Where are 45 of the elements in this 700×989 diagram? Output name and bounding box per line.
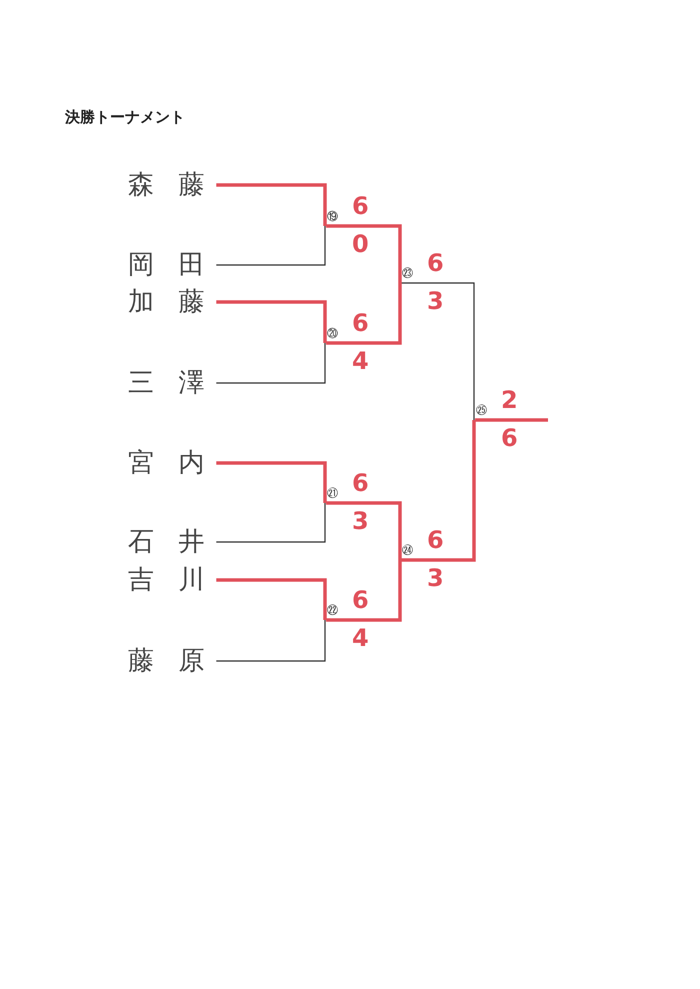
bracket-line [401, 420, 476, 562]
bracket-line [475, 418, 548, 422]
match-number: ⑳ [327, 327, 338, 341]
bracket-line [216, 343, 326, 384]
score-number: 2 [501, 387, 518, 413]
score-number: 6 [352, 193, 369, 219]
bracket-line [216, 620, 326, 662]
bracket-line [216, 503, 326, 543]
bracket-line [216, 183, 327, 226]
score-number: 6 [501, 425, 518, 451]
bracket-line [216, 461, 327, 503]
score-number: 6 [352, 470, 369, 496]
bracket-line [326, 560, 402, 622]
player-name: 石 井 [128, 527, 212, 557]
bracket-line [216, 578, 327, 620]
match-number: ㉔ [402, 544, 413, 558]
score-number: 3 [427, 288, 444, 314]
bracket-line [326, 501, 402, 560]
score-number: 6 [427, 250, 444, 276]
score-number: 0 [352, 231, 369, 257]
score-number: 6 [427, 527, 444, 553]
player-name: 岡 田 [128, 250, 212, 280]
bracket-line [216, 226, 326, 266]
match-number: ㉑ [327, 487, 338, 501]
match-number: ㉕ [476, 404, 487, 418]
score-number: 6 [352, 310, 369, 336]
player-name: 森 藤 [128, 170, 212, 200]
player-name: 吉 川 [128, 565, 212, 595]
bracket-line [401, 282, 475, 420]
score-number: 6 [352, 587, 369, 613]
score-number: 4 [352, 625, 369, 651]
title: 決勝トーナメント [65, 108, 185, 127]
player-name: 加 藤 [128, 287, 212, 317]
bracket-line [216, 300, 327, 343]
score-number: 3 [427, 565, 444, 591]
match-number: ㉓ [402, 267, 413, 281]
player-name: 宮 内 [128, 448, 212, 478]
player-name: 藤 原 [128, 646, 212, 676]
score-number: 4 [352, 348, 369, 374]
bracket-line [326, 224, 402, 283]
score-number: 3 [352, 508, 369, 534]
bracket-line [326, 283, 402, 345]
player-name: 三 澤 [128, 368, 212, 398]
match-number: ㉒ [327, 604, 338, 618]
match-number: ⑲ [327, 210, 338, 224]
